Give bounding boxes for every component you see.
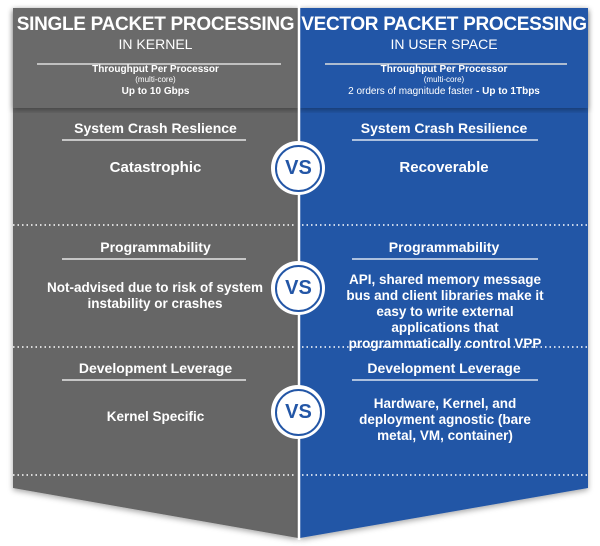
right-heading-programmability: Programmability [388, 239, 500, 255]
vs-badge: VS [271, 385, 325, 439]
right-value-crash: Recoverable [399, 159, 489, 176]
left-value-leverage: Kernel Specific [106, 409, 205, 424]
right-throughput-label: Throughput Per Processor [380, 64, 508, 75]
vs-badge: VS [271, 141, 325, 195]
right-heading-crash: System Crash Resilience [360, 120, 528, 136]
right-header [300, 8, 588, 108]
right-throughput-note: (multi-core) [423, 75, 465, 84]
left-value-programmability: Not-advised due to risk of system instab… [46, 280, 264, 311]
left-throughput-note: (multi-core) [135, 75, 176, 84]
left-heading-leverage: Development Leverage [78, 360, 233, 376]
vs-badge: VS [271, 261, 325, 315]
left-value-crash: Catastrophic [109, 159, 202, 176]
left-throughput-value: Up to 10 Gbps [121, 86, 190, 97]
left-subtitle: IN KERNEL [118, 36, 193, 52]
right-subtitle: IN USER SPACE [390, 36, 498, 52]
left-throughput-label: Throughput Per Processor [92, 64, 219, 75]
right-throughput-value: 2 orders of magnitude faster - Up to 1Tb… [348, 86, 540, 97]
left-title: SINGLE PACKET PROCESSING [16, 14, 295, 35]
right-title: VECTOR PACKET PROCESSING [301, 14, 587, 35]
right-value-programmability: API, shared memory message bus and clien… [346, 272, 544, 351]
left-heading-crash: System Crash Reslience [74, 120, 237, 136]
left-header [13, 8, 298, 108]
right-value-leverage: Hardware, Kernel, and deployment agnosti… [359, 396, 531, 443]
left-heading-programmability: Programmability [100, 239, 211, 255]
heading-underlines [62, 139, 538, 381]
right-heading-leverage: Development Leverage [367, 360, 521, 376]
